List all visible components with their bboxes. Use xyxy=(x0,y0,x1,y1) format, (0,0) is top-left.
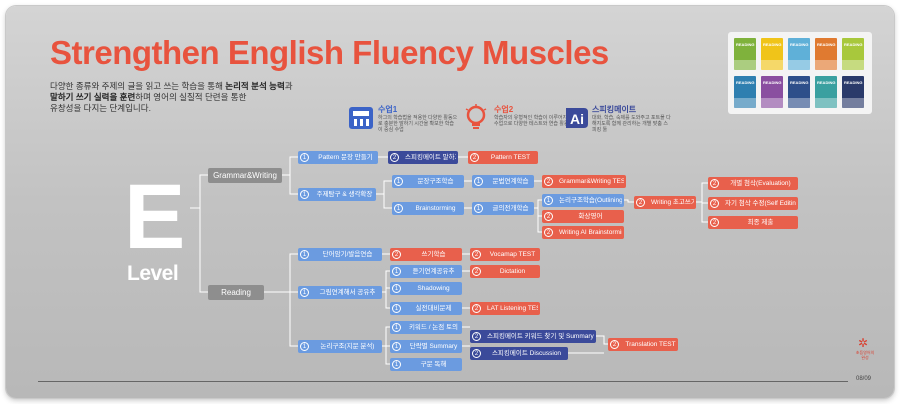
bottom-divider xyxy=(38,381,848,382)
brand-tagline: 초등영어의 완성 xyxy=(855,350,875,360)
book-cover: READING xyxy=(761,38,783,70)
page-number: 08/09 xyxy=(856,376,872,382)
legend-speakingmate-desc: 대화, 학습, 숙제를 도와주고 포트폴 다해지도록 함께 관리하는 개별 맞춤… xyxy=(592,115,671,133)
page-frame: Strengthen English Fluency Muscles 다양한 종… xyxy=(6,6,894,398)
ai-icon: Ai xyxy=(562,104,590,132)
category-reading: Reading xyxy=(208,285,264,300)
intro-text: 다양한 종류와 주제의 글을 읽고 쓰는 학습을 통해 논리적 분석 능력과 말… xyxy=(50,81,293,113)
book-cover: READING xyxy=(734,38,756,70)
lightbulb-icon xyxy=(464,104,492,132)
book-cover-gallery: READING READING READING READING READING READI… xyxy=(728,32,872,114)
book-cover-label: READING xyxy=(763,42,782,47)
book-cover-label: READING xyxy=(736,80,755,85)
legend-class1-desc: 하그의 학습법을 적용한 다양한 활동으로 충분한 말하기 시간을 확보한 학습… xyxy=(378,115,458,133)
book-cover-band xyxy=(734,98,756,108)
legend-class1-title: 수업1 xyxy=(378,105,398,114)
page-title: Strengthen English Fluency Muscles xyxy=(50,34,609,71)
book-cover-label: READING xyxy=(763,80,782,85)
book-cover-band xyxy=(815,98,837,108)
book-cover-label: READING xyxy=(790,80,809,85)
book-cover: READING xyxy=(788,76,810,108)
book-cover: READING xyxy=(761,76,783,108)
legend-speakingmate-title: 스피킹메이트 xyxy=(592,105,637,114)
flow-connectors xyxy=(190,156,708,365)
classroom-icon xyxy=(348,104,376,132)
book-cover: READING xyxy=(815,38,837,70)
book-cover-band xyxy=(842,98,864,108)
book-cover-label: READING xyxy=(736,42,755,47)
level-letter: E xyxy=(124,166,186,268)
book-cover-band xyxy=(842,60,864,70)
book-cover: READING xyxy=(815,76,837,108)
book-cover-label: READING xyxy=(844,80,863,85)
book-cover: READING xyxy=(734,76,756,108)
book-cover-band xyxy=(788,60,810,70)
book-cover: READING xyxy=(842,76,864,108)
book-cover-band xyxy=(788,98,810,108)
book-cover-band xyxy=(761,98,783,108)
book-cover: READING xyxy=(842,38,864,70)
svg-text:Ai: Ai xyxy=(570,111,584,127)
book-cover-label: READING xyxy=(817,80,836,85)
book-cover-label: READING xyxy=(817,42,836,47)
book-cover-band xyxy=(761,60,783,70)
legend-class2-desc: 학습자의 유형적인 학습이 이루어지는 수업으로 다양한 테스트와 연습 활동 xyxy=(494,115,572,127)
category-grammar-writing: Grammar&Writing xyxy=(208,168,282,183)
book-cover-band xyxy=(734,60,756,70)
book-cover-band xyxy=(815,60,837,70)
book-cover-label: READING xyxy=(790,42,809,47)
legend-class2-title: 수업2 xyxy=(494,105,514,114)
book-cover: READING xyxy=(788,38,810,70)
level-word: Level xyxy=(127,262,179,285)
brand-logo-icon: ✲ xyxy=(858,336,869,350)
book-cover-label: READING xyxy=(844,42,863,47)
